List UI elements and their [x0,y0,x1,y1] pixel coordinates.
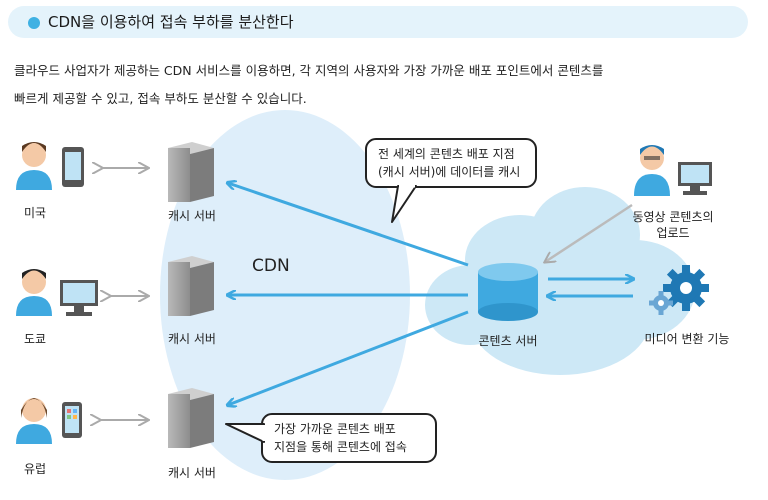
user-person-icon [16,269,52,316]
cache-server-label: 캐시 서버 [168,209,216,223]
section-title: CDN을 이용하여 접속 부하를 분산한다 [48,13,294,31]
uploader-label-line-2: 업로드 [656,226,690,240]
uploader-label-line-1: 동영상 콘텐츠의 [632,210,714,224]
smartphone-icon [62,147,84,187]
user-person-icon [16,398,52,444]
user-label-usa: 미국 [23,206,47,220]
user-label-tokyo: 도쿄 [23,332,47,346]
uploader-person-icon [634,145,670,196]
callout-bubble-top [365,138,537,223]
description-line-1: 클라우드 사업자가 제공하는 CDN 서비스를 이용하면, 각 지역의 사용자와… [14,63,604,78]
upload-arrow [545,203,633,262]
callout-bottom-line-2: 지점을 통해 콘텐츠에 접속 [274,440,407,454]
bullet-dot-icon [28,17,40,29]
cache-server-icon [168,388,214,448]
callout-bottom-line-1: 가장 가까운 콘텐츠 배포 [274,422,396,436]
media-conversion-label: 미디어 변환 기능 [644,332,730,346]
gear-icon [649,291,673,315]
section-header-bar: CDN을 이용하여 접속 부하를 분산한다 [8,6,748,38]
cdn-label: CDN [252,256,290,276]
database-icon [478,263,538,321]
callout-top-line-1: 전 세계의 콘텐츠 배포 지점 [378,147,515,161]
desktop-pc-icon [60,280,98,316]
callout-bubble-bottom [225,413,437,463]
cache-server-label: 캐시 서버 [168,466,216,480]
desktop-pc-icon [678,162,712,195]
tablet-icon [62,402,82,438]
cache-server-label: 캐시 서버 [168,332,216,346]
description-line-2: 빠르게 제공할 수 있고, 접속 부하도 분산할 수 있습니다. [14,91,307,106]
cache-server-icon [168,142,214,202]
user-person-icon [16,142,52,190]
callout-top-line-2: (캐시 서버)에 데이터를 캐시 [378,165,521,179]
content-server-label: 콘텐츠 서버 [478,334,538,348]
user-label-europe: 유럽 [23,462,47,476]
cache-server-icon [168,256,214,316]
user-cache-arrows [100,168,148,420]
distribution-arrows [228,183,633,405]
